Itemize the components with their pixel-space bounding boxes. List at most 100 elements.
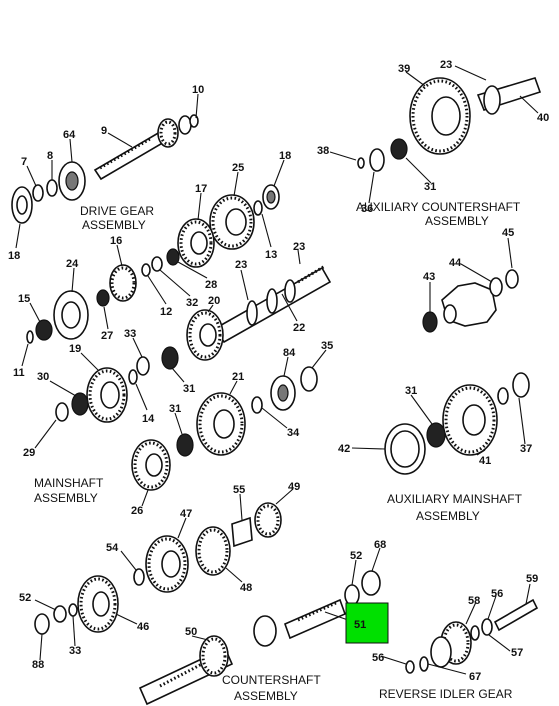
seal-88 [34, 613, 50, 635]
label-countershaft-2: ASSEMBLY [234, 689, 298, 703]
bearing-52a [53, 605, 67, 623]
callout-58: 58 [468, 595, 480, 607]
mainshaft-group [55, 264, 332, 491]
callout-31c: 31 [424, 181, 436, 193]
label-drive-gear-2: ASSEMBLY [82, 218, 146, 232]
ring-56b [405, 660, 415, 674]
seal-35 [300, 366, 318, 392]
callout-68: 68 [374, 539, 386, 551]
callout-39: 39 [398, 63, 410, 75]
input-shaft-splines [99, 137, 151, 170]
bearing-28 [166, 248, 180, 266]
countershaft-tail [283, 598, 347, 640]
gear-58-teeth [442, 623, 470, 663]
gear-46-teeth [79, 577, 117, 631]
upper-gears-group [26, 184, 280, 344]
input-shaft-part [93, 130, 168, 181]
callout-48: 48 [240, 582, 252, 594]
idler-shaft-59 [493, 598, 539, 632]
ring-33b [68, 603, 78, 617]
callout-7: 7 [21, 156, 27, 168]
gear-49-teeth [256, 504, 280, 536]
bearing-15 [35, 319, 53, 341]
callout-31d: 31 [405, 385, 417, 397]
gear-46-hub [92, 591, 110, 617]
gear-20-teeth [188, 311, 222, 359]
callout-84: 84 [283, 347, 296, 359]
callout-35: 35 [321, 340, 333, 352]
washer-7 [32, 184, 44, 202]
washer-32 [151, 256, 163, 272]
callout-23b: 23 [235, 259, 247, 271]
callout-20: 20 [208, 295, 220, 307]
bearing-31c [390, 138, 408, 160]
gear-cs-mid [253, 615, 277, 647]
callout-88: 88 [32, 659, 44, 671]
gear-17-hub [190, 231, 208, 255]
callout-26: 26 [131, 505, 143, 517]
callout-45: 45 [502, 227, 514, 239]
callout-24: 24 [66, 258, 79, 270]
callout-49: 49 [288, 481, 300, 493]
countershaft-gear [199, 635, 229, 677]
bearing-43 [422, 311, 438, 333]
ring-56 [470, 625, 480, 641]
callout-18: 18 [8, 250, 20, 262]
callout-29: 29 [23, 447, 35, 459]
bearing-37 [512, 372, 530, 398]
housing-group [422, 269, 519, 333]
drive-gear-group [11, 114, 199, 224]
callout-27: 27 [101, 330, 113, 342]
callout-21: 21 [232, 371, 244, 383]
ring-13 [253, 200, 263, 216]
callout-56a: 56 [491, 588, 503, 600]
callout-52a: 52 [19, 592, 31, 604]
gear-39-teeth [411, 79, 469, 153]
label-aux-countershaft-2: ASSEMBLY [425, 214, 489, 228]
ring-42-inner [390, 430, 420, 468]
callout-38: 38 [317, 145, 329, 157]
gear-39-hub [431, 96, 461, 136]
gear-25-hub [225, 208, 247, 236]
callout-57: 57 [511, 647, 523, 659]
callout-54: 54 [106, 542, 119, 554]
gear-47-hub [161, 550, 181, 578]
callout-51[interactable]: 51 [354, 619, 366, 631]
washer-33 [136, 356, 150, 376]
callout-59: 59 [526, 573, 538, 585]
callout-17: 17 [195, 183, 207, 195]
label-mainshaft-1: MAINSHAFT [34, 476, 104, 490]
gear-20-hub [199, 323, 217, 347]
bearing-31b [176, 433, 194, 457]
input-shaft-collar-teeth [159, 120, 177, 146]
assembly-labels: DRIVE GEAR ASSEMBLY AUXILIARY COUNTERSHA… [34, 200, 523, 703]
highlight-box-51[interactable] [345, 602, 389, 644]
bearing-18b-bore [266, 190, 276, 204]
callout-44: 44 [449, 257, 462, 269]
bearing-64-bore [65, 171, 79, 191]
label-drive-gear-1: DRIVE GEAR [80, 204, 154, 218]
ring-66 [481, 618, 493, 636]
callout-18b: 18 [279, 150, 291, 162]
label-aux-mainshaft-2: ASSEMBLY [416, 509, 480, 523]
aux-countershaft-group [357, 77, 542, 172]
ring-34 [251, 396, 263, 414]
callout-67: 67 [469, 671, 481, 683]
callout-42: 42 [338, 443, 350, 455]
countershaft-tail-splines [297, 600, 339, 622]
label-aux-countershaft-1: AUXILIARY COUNTERSHAFT [356, 200, 521, 214]
bearing-31d [426, 422, 446, 448]
bearing-31a [161, 346, 179, 370]
gear-21-teeth [198, 394, 244, 454]
leader-lines [15, 65, 539, 675]
gear-48 [195, 526, 231, 576]
sleeve-55 [231, 516, 253, 548]
cover-18-hole [16, 195, 28, 215]
callout-numbers: 10 9 64 7 8 18 25 17 18 16 24 13 28 12 3… [8, 59, 549, 683]
bearing-84-bore [277, 384, 289, 402]
gear-41-hub [462, 404, 486, 436]
gear-16 [109, 264, 137, 302]
ring-57 [419, 656, 429, 672]
callout-46: 46 [137, 621, 149, 633]
